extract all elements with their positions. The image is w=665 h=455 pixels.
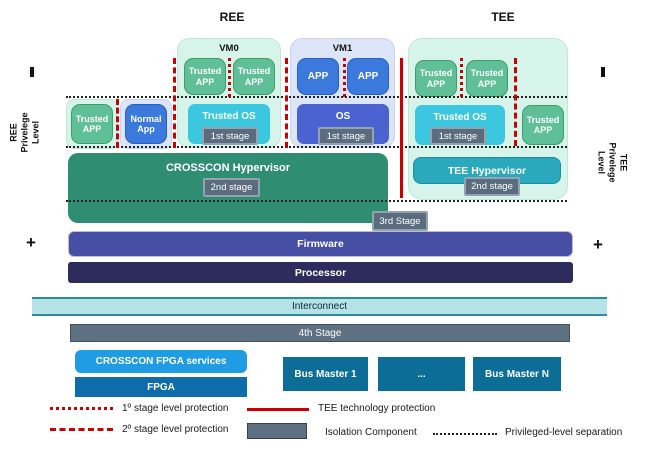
tee-technology-protection-line bbox=[400, 58, 403, 198]
plus-right: + bbox=[593, 235, 603, 254]
tee-trusted-app1-box: Trusted APP bbox=[415, 60, 457, 97]
plus-left: + bbox=[26, 233, 36, 252]
stage2-protection-line bbox=[116, 99, 119, 148]
vm1-stage1-badge: 1st stage bbox=[318, 127, 374, 145]
privilege-separation-line-1 bbox=[66, 96, 567, 98]
stage1-protection-line bbox=[343, 58, 346, 97]
legend-isolation-swatch bbox=[247, 423, 307, 439]
privilege-separation-line-2 bbox=[66, 146, 567, 148]
ree-privilege-level-label: REE Privelege Level bbox=[9, 100, 42, 166]
tee-privilege-level-label: TEE Privelege Level bbox=[596, 130, 629, 196]
vm0-stage1-badge: 1st stage bbox=[202, 127, 258, 145]
legend-stage1-line bbox=[50, 407, 113, 410]
legend-tee-label: TEE technology protection bbox=[318, 403, 436, 414]
vm1-app1-box: APP bbox=[297, 58, 339, 95]
stage1-protection-line bbox=[228, 58, 231, 97]
legend-privilege-line bbox=[433, 433, 497, 435]
ree-title: REE bbox=[219, 10, 245, 24]
tee-stage2-badge: 2nd stage bbox=[464, 177, 520, 196]
crosscon-fpga-services-box: CROSSCON FPGA services bbox=[75, 350, 247, 373]
legend-stage2-line bbox=[50, 428, 113, 431]
ree-normal-app-box: Normal App bbox=[125, 104, 167, 144]
crosscon-hypervisor-label: CROSSCON Hypervisor bbox=[165, 162, 291, 174]
tee-side-trusted-app-box: Trusted APP bbox=[522, 105, 564, 145]
stage4-bar: 4th Stage bbox=[70, 324, 570, 342]
stage2-protection-line bbox=[285, 58, 288, 148]
vm0-title: VM0 bbox=[219, 43, 239, 54]
axis-line: TEE bbox=[618, 153, 629, 172]
interconnect-bar: Interconnect bbox=[32, 297, 607, 316]
legend-isolation-label: Isolation Component bbox=[325, 427, 417, 438]
axis-line: Privelege bbox=[19, 112, 30, 153]
axis-line: Level bbox=[596, 150, 607, 174]
firmware-bar: Firmware bbox=[68, 231, 573, 257]
stage2-protection-line bbox=[173, 58, 176, 148]
fpga-box: FPGA bbox=[75, 377, 247, 397]
stage3-badge: 3rd Stage bbox=[372, 211, 428, 231]
minus-tick-left bbox=[30, 67, 34, 77]
axis-line: Level bbox=[30, 121, 41, 145]
minus-tick-right bbox=[601, 67, 605, 77]
ree-trusted-app-box: Trusted APP bbox=[71, 104, 113, 144]
vm0-trusted-app2-box: Trusted APP bbox=[233, 58, 275, 95]
tee-title: TEE bbox=[491, 10, 515, 24]
axis-line: REE bbox=[8, 123, 19, 142]
bus-master-1-box: Bus Master 1 bbox=[283, 357, 368, 391]
processor-bar: Processor bbox=[68, 262, 573, 283]
legend-tee-line bbox=[247, 408, 309, 411]
crosscon-stage2-badge: 2nd stage bbox=[203, 178, 260, 197]
bus-master-ellipsis-box: ... bbox=[378, 357, 465, 391]
vm1-title: VM1 bbox=[332, 43, 353, 54]
tee-stage1-badge: 1st stage bbox=[430, 127, 486, 145]
tee-hypervisor-box: TEE Hypervisor bbox=[413, 157, 561, 184]
axis-line: Privelege bbox=[607, 142, 618, 183]
legend-stage1-label: 1º stage level protection bbox=[122, 403, 229, 414]
privilege-separation-line-3 bbox=[66, 200, 567, 202]
vm0-trusted-app1-box: Trusted APP bbox=[184, 58, 226, 95]
stage1-protection-line bbox=[460, 58, 463, 97]
legend-stage2-label: 2º stage level protection bbox=[122, 424, 229, 435]
stage2-protection-line bbox=[514, 58, 517, 146]
legend-privilege-label: Privileged-level separation bbox=[505, 427, 623, 438]
vm1-app2-box: APP bbox=[347, 58, 389, 95]
tee-trusted-app2-box: Trusted APP bbox=[466, 60, 508, 97]
bus-master-n-box: Bus Master N bbox=[473, 357, 561, 391]
